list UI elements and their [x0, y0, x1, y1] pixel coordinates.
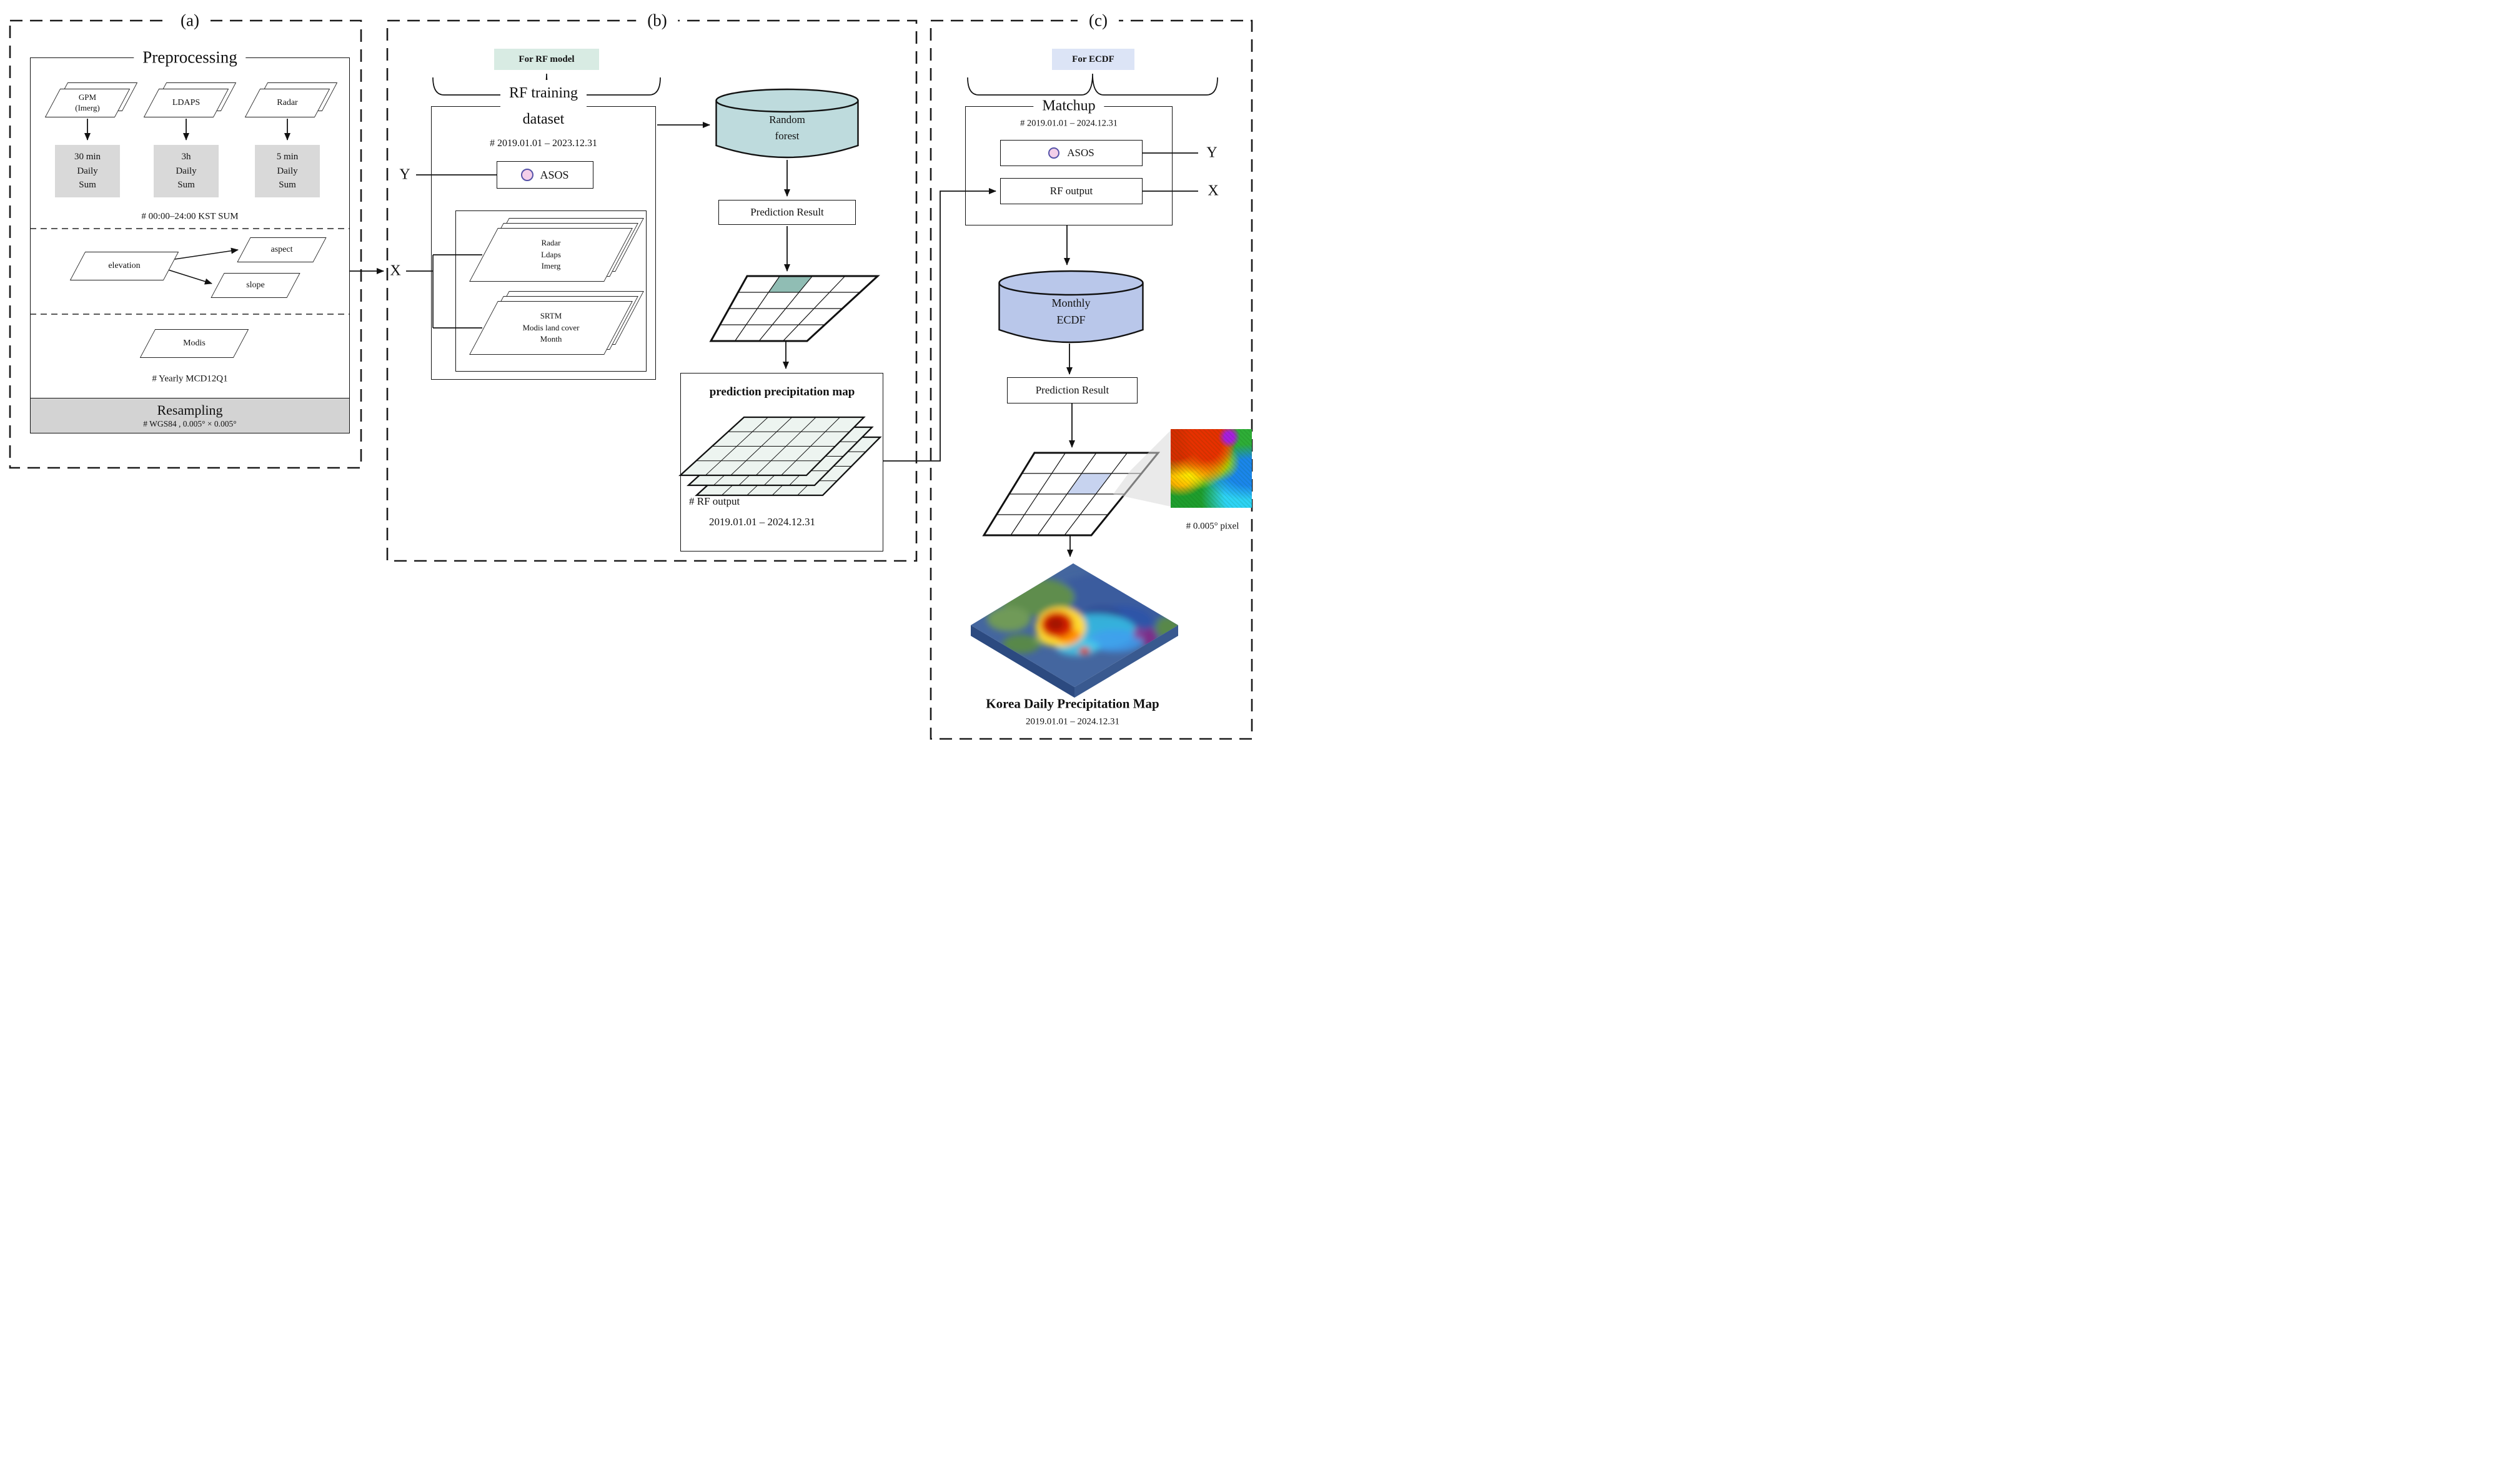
gpm-label: GPM [78, 92, 97, 102]
ldaps-label: LDAPS [172, 97, 201, 107]
rf-output-note: # RF output [689, 495, 740, 507]
sum-line: Daily [176, 166, 197, 176]
modis-parallelogram: Modis [139, 329, 249, 358]
pixel-note: # 0.005° pixel [1186, 521, 1239, 532]
sum-line: Daily [277, 166, 298, 176]
slope-parallelogram: slope [211, 273, 300, 298]
prediction-result-box-c: Prediction Result [1007, 377, 1138, 403]
asos-box-b: ASOS [497, 161, 593, 189]
stack1-line: Imerg [541, 261, 561, 271]
sum-line: 30 min [74, 152, 101, 162]
prediction-precipitation-map-box [680, 373, 883, 552]
cyl-line-c: ECDF [1056, 314, 1086, 326]
sum-line: 3h [181, 152, 191, 162]
prediction-grid-b [709, 275, 880, 342]
x-variable-label-b: X [390, 262, 401, 279]
radar-daily-sum-box: 5 min Daily Sum [255, 145, 320, 197]
stack1-line: Ldaps [541, 249, 561, 259]
prediction-grid-c [982, 452, 1161, 537]
aspect-label: aspect [270, 244, 293, 254]
matchup-date-note: # 2019.01.01 – 2024.12.31 [1020, 118, 1118, 129]
sum-line: 5 min [276, 152, 299, 162]
monthly-ecdf-cylinder: Monthly ECDF [998, 270, 1144, 344]
y-variable-label-b: Y [399, 166, 410, 183]
panel-a-label: (a) [169, 11, 211, 31]
cyl-line: Random [769, 114, 805, 126]
cyl-line: forest [775, 129, 800, 142]
stack2-line: Modis land cover [522, 322, 580, 332]
resampling-title: Resampling [157, 402, 223, 418]
brace-ecdf [967, 73, 1218, 96]
title-line: dataset [522, 111, 565, 127]
sum-line: Sum [79, 180, 96, 190]
radar-label: Radar [277, 97, 298, 107]
y-variable-label-c: Y [1206, 144, 1218, 161]
stack2-line: SRTM [540, 310, 562, 320]
asos-box-c: ASOS [1000, 140, 1143, 166]
ldaps-daily-sum-box: 3h Daily Sum [154, 145, 219, 197]
pixel-zoom-image [1171, 429, 1252, 508]
stack1-line: Radar [541, 237, 561, 247]
aspect-parallelogram: aspect [237, 237, 327, 262]
prediction-precipitation-map-title: prediction precipitation map [709, 385, 855, 398]
prediction-result-label-c: Prediction Result [1035, 384, 1109, 396]
title-line: RF training [508, 85, 578, 101]
arrow-elevation-to-slope [166, 269, 212, 285]
prediction-result-box-b: Prediction Result [718, 200, 856, 225]
preprocessing-title: Preprocessing [134, 47, 246, 67]
panel-b-label: (b) [636, 11, 678, 31]
random-forest-cylinder: Random forest [715, 88, 859, 159]
sum-line: Sum [177, 180, 195, 190]
cylinder-shape [715, 88, 859, 159]
zoom-wedge [1113, 430, 1171, 507]
connector-lines-layer [9, 19, 1253, 740]
resampling-note: # WGS84 , 0.005° × 0.005° [143, 418, 237, 428]
dynamic-features-stack: Radar Ldaps Imerg [469, 228, 633, 282]
asos-station-icon [521, 169, 534, 181]
gpm-parallelogram: GPM (Imerg) [44, 89, 131, 117]
cylinder-shape-c [998, 270, 1144, 344]
gpm-label-2: (Imerg) [75, 103, 100, 112]
connector-rfoutput [883, 188, 996, 462]
asos-label-c: ASOS [1067, 147, 1094, 159]
rf-dataset-date-note: # 2019.01.01 – 2023.12.31 [490, 138, 597, 149]
modis-note: # Yearly MCD12Q1 [152, 373, 228, 384]
static-features-stack: SRTM Modis land cover Month [469, 301, 633, 355]
resampling-bar: Resampling # WGS84 , 0.005° × 0.005° [30, 398, 350, 433]
x-variable-label-c: X [1208, 182, 1219, 199]
rf-output-box-c: RF output [1000, 178, 1143, 204]
ppm-sheet-front [678, 416, 866, 477]
cyl-line-c: Monthly [1051, 297, 1091, 309]
korea-map-caption: Korea Daily Precipitation Map [986, 696, 1159, 711]
rf-training-dataset-title: RF training dataset [500, 80, 587, 132]
for-ecdf-badge: For ECDF [1052, 49, 1134, 70]
matchup-title: Matchup [1033, 97, 1104, 115]
figure-canvas: (a) (b) (c) Preprocessing GPM (Imerg) LD… [0, 0, 1258, 742]
korea-map-date: 2019.01.01 – 2024.12.31 [1026, 716, 1119, 727]
rf-output-date: 2019.01.01 – 2024.12.31 [709, 516, 815, 528]
panel-c-label: (c) [1078, 11, 1119, 31]
asos-station-icon-c [1048, 147, 1060, 159]
feature-stacks-box [455, 210, 647, 372]
asos-label-b: ASOS [540, 168, 569, 181]
elevation-label: elevation [108, 260, 141, 270]
radar-parallelogram: Radar [244, 89, 330, 117]
elevation-parallelogram: elevation [69, 252, 179, 280]
slope-label: slope [246, 280, 265, 290]
gpm-daily-sum-box: 30 min Daily Sum [55, 145, 120, 197]
prediction-result-label-b: Prediction Result [750, 206, 824, 218]
korea-precipitation-map [962, 560, 1187, 713]
sum-line: Daily [77, 166, 98, 176]
stack2-line: Month [540, 334, 562, 344]
for-rf-model-badge: For RF model [494, 49, 599, 70]
sum-line: Sum [279, 180, 296, 190]
rf-output-label-c: RF output [1049, 185, 1093, 197]
brace-rf-model [432, 73, 661, 96]
kst-sum-note: # 00:00–24:00 KST SUM [141, 211, 239, 222]
modis-label: Modis [183, 338, 206, 348]
arrow-elevation-to-aspect [166, 247, 239, 261]
ldaps-parallelogram: LDAPS [143, 89, 229, 117]
